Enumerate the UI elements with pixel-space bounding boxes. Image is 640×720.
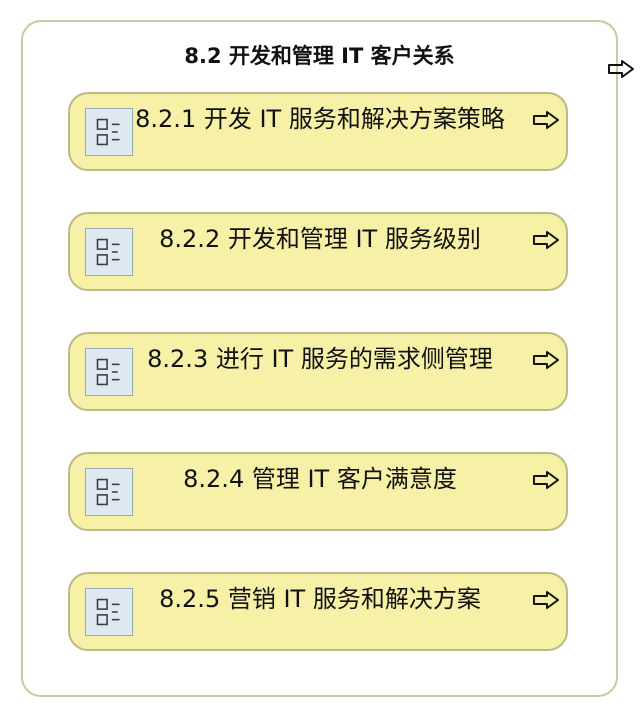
process-item-8-2-5[interactable]: 8.2.5 营销 IT 服务和解决方案	[68, 572, 568, 651]
hollow-right-arrow-icon[interactable]	[532, 110, 560, 130]
process-item-label: 8.2.3 进行 IT 服务的需求侧管理	[147, 345, 493, 373]
process-list-icon	[85, 468, 133, 516]
process-list-icon	[85, 228, 133, 276]
process-item-8-2-2[interactable]: 8.2.2 开发和管理 IT 服务级别	[68, 212, 568, 291]
process-list-icon	[85, 108, 133, 156]
process-item-label: 8.2.4 管理 IT 客户满意度	[183, 465, 457, 493]
process-item-label: 8.2.2 开发和管理 IT 服务级别	[159, 225, 481, 253]
process-item-8-2-3[interactable]: 8.2.3 进行 IT 服务的需求侧管理	[68, 332, 568, 411]
process-list-icon	[85, 348, 133, 396]
hollow-right-arrow-icon[interactable]	[532, 350, 560, 370]
hollow-right-arrow-icon[interactable]	[532, 230, 560, 250]
process-item-8-2-4[interactable]: 8.2.4 管理 IT 客户满意度	[68, 452, 568, 531]
process-item-8-2-1[interactable]: 8.2.1 开发 IT 服务和解决方案策略	[68, 92, 568, 171]
hollow-right-arrow-icon[interactable]	[607, 59, 635, 79]
process-list-icon	[85, 588, 133, 636]
process-item-label: 8.2.5 营销 IT 服务和解决方案	[159, 585, 481, 613]
hollow-right-arrow-icon[interactable]	[532, 590, 560, 610]
group-title: 8.2 开发和管理 IT 客户关系	[184, 44, 455, 68]
process-item-label: 8.2.1 开发 IT 服务和解决方案策略	[135, 105, 505, 133]
hollow-right-arrow-icon[interactable]	[532, 470, 560, 490]
